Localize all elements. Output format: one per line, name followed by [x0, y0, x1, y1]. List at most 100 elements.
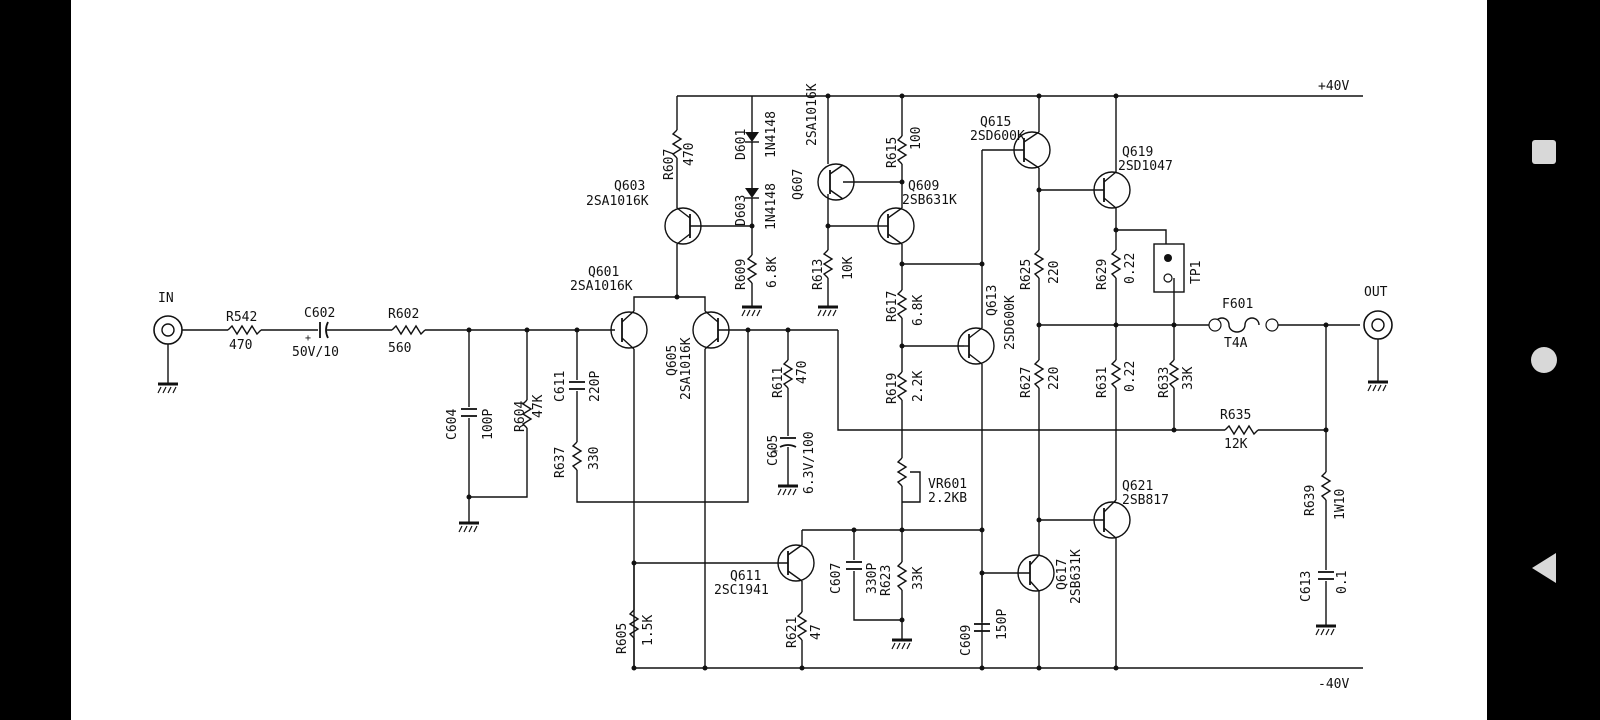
c602-value: 50V/10: [292, 345, 339, 360]
transistor-q617: Q617 2SB631K: [1017, 549, 1084, 604]
capacitor-c607: C607 330P: [829, 561, 880, 594]
c605-ref: C605: [766, 435, 781, 466]
resistor-r609: R609 6.8K: [734, 254, 780, 290]
resistor-r635: R635 12K: [1220, 408, 1259, 452]
r607-ref: R607: [662, 149, 677, 180]
q605-ref: Q605: [665, 345, 680, 376]
resistor-r625: R625 220: [1019, 249, 1062, 290]
diode-d603: D603 1N4148: [734, 183, 779, 230]
r639-value: 1W10: [1333, 489, 1348, 520]
r635-ref: R635: [1220, 408, 1251, 423]
transistor-q621: Q621 2SB817: [1093, 479, 1169, 539]
r627-ref: R627: [1019, 367, 1034, 398]
resistor-r627: R627 220: [1019, 359, 1062, 398]
r613-ref: R613: [811, 259, 826, 290]
q619-value: 2SD1047: [1118, 159, 1173, 174]
transistor-q613: Q613 2SD600K: [957, 285, 1018, 365]
r619-value: 2.2K: [911, 371, 926, 402]
d603-value: 1N4148: [764, 183, 779, 230]
q607-value: 2SA1016K: [805, 83, 820, 146]
r631-ref: R631: [1095, 367, 1110, 398]
svg-text:+: +: [772, 446, 778, 457]
q605-value: 2SA1016K: [679, 337, 694, 400]
q601-ref: Q601: [588, 265, 619, 280]
q617-value: 2SB631K: [1069, 549, 1084, 604]
resistor-r619: R619 2.2K: [885, 371, 926, 404]
r609-value: 6.8K: [765, 257, 780, 288]
svg-text:+: +: [305, 333, 311, 344]
ground-icon: [156, 382, 180, 395]
resistor-r605: R605 1.5K: [615, 609, 656, 654]
q617-ref: Q617: [1055, 559, 1070, 590]
q603-value: 2SA1016K: [586, 194, 649, 209]
q615-value: 2SD600K: [970, 129, 1025, 144]
f601-value: T4A: [1224, 336, 1248, 351]
recents-button[interactable]: [1487, 112, 1600, 192]
c604-ref: C604: [445, 409, 460, 440]
diode-d601: D601 1N4148: [734, 111, 779, 160]
q607-ref: Q607: [791, 169, 806, 200]
r635-value: 12K: [1224, 437, 1248, 452]
c607-ref: C607: [829, 563, 844, 594]
transistor-q601: Q601 2SA1016K: [570, 265, 648, 350]
ground-icon: [776, 484, 800, 497]
ground-icon: [1314, 624, 1338, 637]
resistor-r621: R621 47: [785, 611, 824, 648]
back-button[interactable]: [1487, 528, 1600, 608]
transistor-q611: Q611 2SC1941: [714, 544, 815, 598]
c607-value: 330P: [865, 563, 880, 594]
r623-ref: R623: [879, 565, 894, 596]
r633-value: 33K: [1181, 366, 1196, 390]
d601-value: 1N4148: [764, 111, 779, 158]
output-jack: OUT: [1363, 285, 1393, 393]
resistor-r613: R613 10K: [811, 249, 856, 290]
vr601-value: 2.2KB: [928, 491, 967, 506]
resistor-r639: R639 1W10: [1303, 471, 1348, 520]
q603-ref: Q603: [614, 179, 645, 194]
potentiometer-vr601: VR601 2.2KB: [896, 457, 967, 506]
capacitor-c609: C609 150P: [959, 609, 1010, 656]
r623-value: 33K: [911, 566, 926, 590]
r607-value: 470: [682, 143, 697, 166]
r629-value: 0.22: [1123, 253, 1138, 284]
r627-value: 220: [1047, 367, 1062, 390]
positive-rail: +40V: [677, 79, 1363, 97]
resistor-r602: R602 560: [388, 307, 426, 356]
r615-value: 100: [909, 127, 924, 150]
c611-value: 220P: [588, 371, 603, 402]
ground-icon: [457, 521, 481, 534]
negative-supply-label: -40V: [1318, 677, 1349, 692]
f601-ref: F601: [1222, 297, 1253, 312]
transistor-q615: Q615 2SD600K: [970, 115, 1051, 169]
transistor-q609: Q609 2SB631K: [877, 179, 957, 245]
r611-ref: R611: [771, 367, 786, 398]
resistor-r637: R637 330: [553, 441, 602, 478]
q621-value: 2SB817: [1122, 493, 1169, 508]
ground-icon: [740, 305, 764, 318]
transistor-q603: Q603 2SA1016K: [586, 179, 702, 245]
input-label: IN: [158, 291, 174, 306]
c609-value: 150P: [995, 609, 1010, 640]
c609-ref: C609: [959, 625, 974, 656]
r619-ref: R619: [885, 373, 900, 404]
home-button[interactable]: [1487, 320, 1600, 400]
resistor-r623: R623 33K: [879, 561, 926, 596]
r542-value: 470: [229, 338, 252, 353]
square-icon: [1531, 140, 1556, 164]
resistor-r631: R631 0.22: [1095, 359, 1138, 398]
d601-ref: D601: [734, 129, 749, 160]
q611-ref: Q611: [730, 569, 761, 584]
q609-ref: Q609: [908, 179, 939, 194]
r602-ref: R602: [388, 307, 419, 322]
r625-ref: R625: [1019, 259, 1034, 290]
r609-ref: R609: [734, 259, 749, 290]
q601-value: 2SA1016K: [570, 279, 633, 294]
fuse-f601: F601 T4A: [1208, 297, 1279, 351]
ground-icon: [1366, 380, 1390, 393]
capacitor-c605: + C605 6.3V/100: [766, 431, 817, 494]
q613-ref: Q613: [985, 285, 1000, 316]
resistor-r617: R617 6.8K: [885, 289, 926, 326]
resistor-r611: R611 470: [771, 359, 810, 398]
c613-ref: C613: [1299, 571, 1314, 602]
capacitor-c613: C613 0.1: [1299, 571, 1350, 602]
